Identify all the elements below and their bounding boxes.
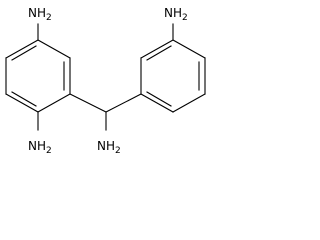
bond	[5, 39, 39, 59]
bond-ring-to-methine-right	[105, 93, 142, 113]
amine-label-left-top: NH2	[28, 6, 52, 23]
structure-diagram: NH2 NH2 NH2 NH2	[0, 0, 214, 179]
right-benzene-ring	[140, 39, 206, 113]
bond	[172, 39, 206, 59]
amine-label-left-bottom: NH2	[28, 139, 52, 156]
double-bond-inner	[11, 91, 37, 107]
bond	[37, 39, 71, 59]
bond	[172, 93, 206, 113]
double-bond-inner	[146, 45, 172, 61]
amine-label-center: NH2	[97, 139, 121, 156]
left-benzene-ring	[5, 39, 71, 113]
bond	[5, 93, 39, 113]
bond	[37, 93, 71, 113]
bond-ring-to-methine-left	[69, 93, 107, 113]
double-bond-inner	[11, 45, 37, 61]
substituent-bonds	[37, 23, 174, 131]
amine-label-right-top: NH2	[164, 6, 188, 23]
double-bond-inner	[146, 91, 172, 107]
molecule-svg: NH2 NH2 NH2 NH2	[5, 6, 206, 156]
bond	[140, 93, 174, 113]
bond	[140, 39, 174, 59]
